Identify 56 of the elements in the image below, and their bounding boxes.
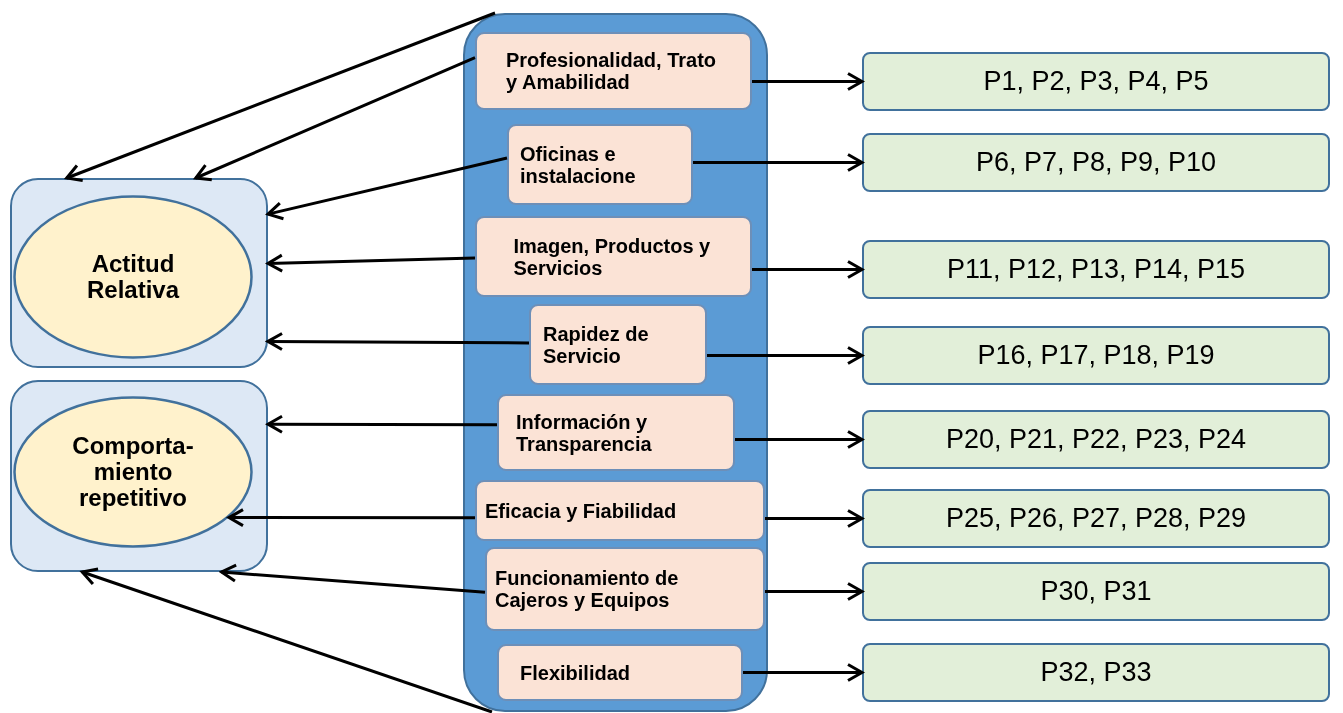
- question-box: [862, 562, 1330, 621]
- label-text: Profesionalidad, Trato y Amabilidad: [506, 49, 718, 93]
- column-panel: [463, 13, 768, 712]
- factor-box: [497, 644, 743, 701]
- arrow: [266, 156, 508, 221]
- arrow: [194, 56, 476, 182]
- factor-box: [507, 124, 693, 205]
- label-text: Comporta- miento repetitivo: [71, 433, 195, 511]
- label-text: P25, P26, P27, P28, P29: [945, 503, 1247, 534]
- label-text: P11, P12, P13, P14, P15: [946, 254, 1246, 285]
- question-box: [862, 52, 1330, 111]
- construct-ellipse: [13, 396, 253, 548]
- question-box: [862, 240, 1330, 299]
- arrow: [765, 582, 864, 601]
- question-box: [862, 326, 1330, 385]
- label-text: Oficinas e instalacione: [520, 142, 637, 187]
- label-text: P1, P2, P3, P4, P5: [983, 66, 1209, 97]
- factor-box: [475, 32, 752, 110]
- arrow: [65, 11, 496, 182]
- arrow: [220, 563, 486, 594]
- label-text: Funcionamiento de Cajeros y Equipos: [495, 567, 680, 611]
- label-text: P16, P17, P18, P19: [977, 340, 1215, 371]
- factor-box: [529, 304, 707, 385]
- arrow: [266, 332, 529, 351]
- question-box: [862, 643, 1330, 702]
- label-text: P30, P31: [1040, 576, 1152, 607]
- arrow: [752, 260, 864, 279]
- label-text: Eficacia y Fiabilidad: [485, 499, 678, 522]
- question-box: [862, 489, 1330, 548]
- arrow: [743, 663, 864, 682]
- factor-box: [475, 216, 752, 297]
- label-text: Rapidez de Servicio: [543, 322, 650, 367]
- construct-ellipse: [13, 195, 253, 359]
- arrow: [765, 509, 864, 528]
- question-box: [862, 133, 1330, 192]
- group-panel: [10, 178, 268, 368]
- label-text: P20, P21, P22, P23, P24: [945, 424, 1247, 455]
- label-text: P6, P7, P8, P9, P10: [975, 147, 1217, 178]
- label-text: Flexibilidad: [520, 661, 632, 684]
- factor-box: [497, 394, 735, 471]
- arrow: [227, 508, 475, 528]
- label-text: Imagen, Productos y Servicios: [513, 234, 712, 279]
- arrow: [266, 253, 476, 273]
- arrow: [735, 430, 864, 449]
- arrow: [80, 567, 493, 713]
- label-text: P32, P33: [1040, 657, 1152, 688]
- group-panel: [10, 380, 268, 572]
- arrow: [266, 414, 497, 434]
- question-box: [862, 410, 1330, 469]
- arrow: [752, 72, 864, 91]
- label-text: Información y Transparencia: [516, 410, 653, 455]
- arrow: [693, 153, 864, 172]
- label-text: Actitud Relativa: [85, 251, 181, 303]
- factor-box: [485, 547, 765, 631]
- factor-box: [475, 480, 765, 541]
- arrow: [707, 346, 864, 365]
